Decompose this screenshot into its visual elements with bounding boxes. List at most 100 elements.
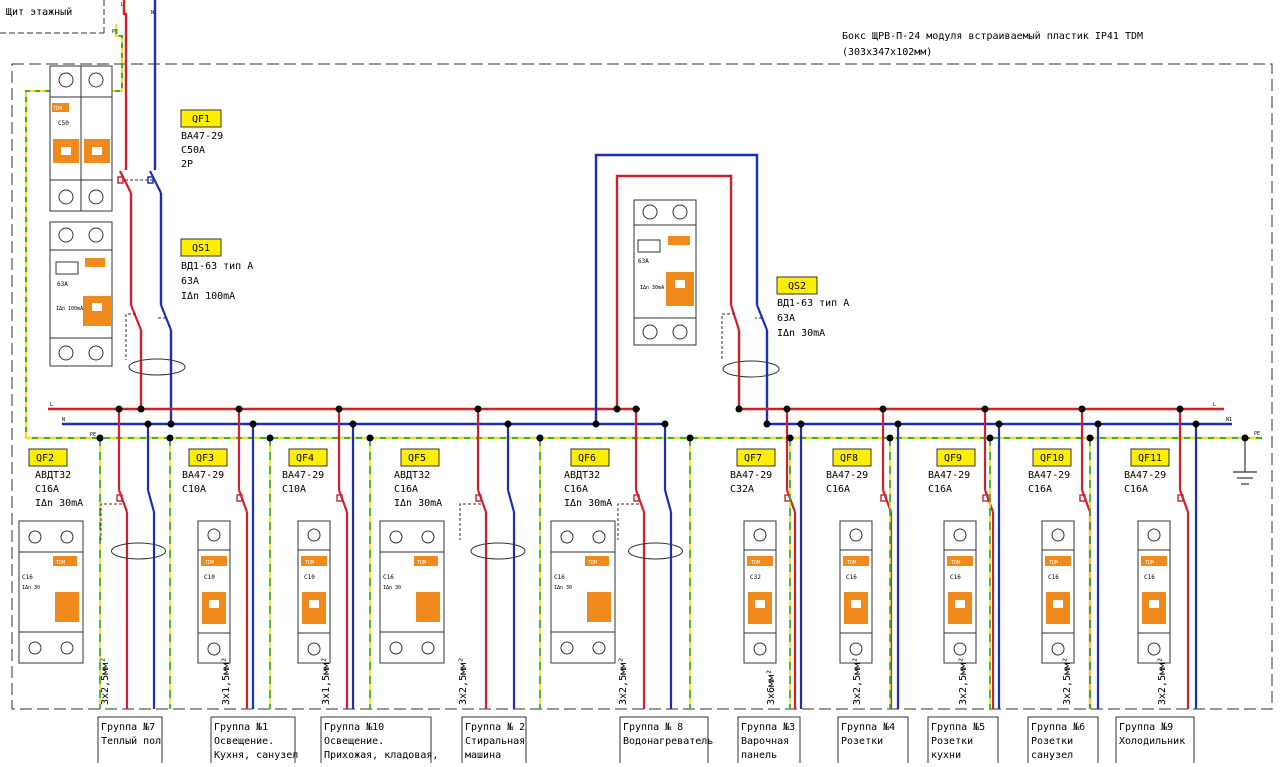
N-bus-label: N bbox=[62, 417, 65, 423]
L1-bus-label: L bbox=[1213, 402, 1216, 408]
group-label-line: Группа №9 bbox=[1119, 722, 1173, 733]
group-box bbox=[737, 716, 801, 767]
group-box bbox=[461, 716, 527, 767]
enclosure: Бокс ЩРВ-П-24 модуля встраиваемый пласти… bbox=[11, 30, 1273, 710]
device-spec-line: C16A bbox=[564, 484, 588, 495]
cable-spec: 3х6мм² bbox=[766, 669, 777, 705]
group-box bbox=[837, 716, 909, 767]
brand-plate bbox=[1045, 556, 1071, 566]
tag-box bbox=[832, 448, 872, 467]
device-tag: QF6 bbox=[578, 453, 596, 464]
qs1-face-idn: IΔn 100mA bbox=[56, 306, 83, 312]
qf1-switch-symbol bbox=[117, 170, 163, 305]
cable-spec: 3х2,5мм² bbox=[852, 657, 863, 705]
device-spec-line: ВА47-29 bbox=[282, 470, 324, 481]
l-contact bbox=[634, 489, 646, 513]
group-label-line: кухни bbox=[931, 750, 961, 761]
terminal-screw bbox=[849, 528, 863, 542]
group-box bbox=[1115, 716, 1195, 767]
qf1-face-rating: C50 bbox=[58, 120, 69, 127]
tag-box bbox=[570, 448, 610, 467]
terminal-screw bbox=[307, 528, 321, 542]
cable-spec: 3х2,5мм² bbox=[458, 657, 469, 705]
n-junction bbox=[661, 420, 669, 428]
terminal-screw bbox=[1147, 528, 1161, 542]
qs1-tag: QS1 bbox=[192, 243, 210, 254]
l-contact-trip bbox=[116, 494, 123, 502]
n-junction bbox=[995, 420, 1003, 428]
terminal-screw bbox=[1147, 642, 1161, 656]
terminal-screw bbox=[849, 642, 863, 656]
device-face-rating: C16 bbox=[554, 574, 565, 581]
device-face-idn: IΔn 30 bbox=[383, 585, 401, 591]
qs1-spec-line: ВД1-63 тип A bbox=[181, 261, 253, 272]
n-junction bbox=[797, 420, 805, 428]
enclosure-size: (303х347х102мм) bbox=[842, 47, 932, 58]
device-face-rating: C16 bbox=[846, 574, 857, 581]
l-contact-trip bbox=[880, 494, 887, 502]
brand-label: TDM bbox=[847, 560, 856, 566]
device-face-rating: C16 bbox=[1048, 574, 1059, 581]
l-contact bbox=[117, 489, 129, 513]
cable-spec: 3х2,5мм² bbox=[618, 657, 629, 705]
l-junction bbox=[1078, 405, 1086, 413]
device-face-rating: C32 bbox=[750, 574, 761, 581]
device-tag: QF8 bbox=[840, 453, 858, 464]
group-box bbox=[97, 716, 163, 767]
device-face-rating: C16 bbox=[383, 574, 394, 581]
group-label-line: Розетки bbox=[931, 736, 973, 747]
enclosure-border bbox=[11, 63, 1273, 710]
terminal-screw bbox=[28, 530, 42, 544]
brand-plate bbox=[843, 556, 869, 566]
l-junction bbox=[235, 405, 243, 413]
group-label-line: панель bbox=[741, 750, 777, 761]
enclosure-title: Бокс ЩРВ-П-24 модуля встраиваемый пласти… bbox=[842, 30, 1143, 42]
bus-junction bbox=[137, 405, 145, 413]
device-tag: QF11 bbox=[1138, 453, 1162, 464]
source-L-mark: L bbox=[121, 2, 124, 8]
brand-plate bbox=[585, 556, 609, 566]
qs2-tag: QS2 bbox=[788, 281, 806, 292]
group-label-line: Варочная bbox=[741, 736, 789, 747]
brand-plate bbox=[414, 556, 438, 566]
cable-spec: 3х1,5мм² bbox=[221, 657, 232, 705]
rcd-toroid bbox=[470, 542, 526, 560]
n-junction bbox=[349, 420, 357, 428]
device-spec-line: C16A bbox=[35, 484, 59, 495]
toggle-lever bbox=[416, 592, 440, 622]
tag-box bbox=[736, 448, 776, 467]
l-contact bbox=[337, 489, 349, 513]
l-contact-trip bbox=[633, 494, 640, 502]
bus-left: L N PE bbox=[48, 402, 668, 438]
n-junction bbox=[1094, 420, 1102, 428]
rcd-link bbox=[459, 503, 481, 540]
n-junction bbox=[144, 420, 152, 428]
group-label-line: Освещение. bbox=[214, 736, 274, 747]
l-contact bbox=[983, 489, 995, 513]
n-contact bbox=[663, 489, 673, 513]
terminal-screw bbox=[207, 642, 221, 656]
group-label-line: Прихожая, кладовая, bbox=[324, 750, 438, 761]
qf1-tag: QF1 bbox=[192, 114, 210, 125]
brand-label: TDM bbox=[1145, 560, 1154, 566]
rcd-link bbox=[100, 503, 122, 540]
tag-box bbox=[288, 448, 328, 467]
n-contact bbox=[146, 489, 156, 513]
pe-junction bbox=[96, 434, 104, 442]
toggle-window bbox=[955, 600, 965, 608]
pe-junction bbox=[366, 434, 374, 442]
l-junction bbox=[335, 405, 343, 413]
pe-junction bbox=[686, 434, 694, 442]
n-junction bbox=[249, 420, 257, 428]
group-box bbox=[619, 716, 709, 767]
group-box bbox=[210, 716, 296, 767]
l-contact-trip bbox=[1079, 494, 1086, 502]
pe-feeder bbox=[25, 24, 123, 438]
